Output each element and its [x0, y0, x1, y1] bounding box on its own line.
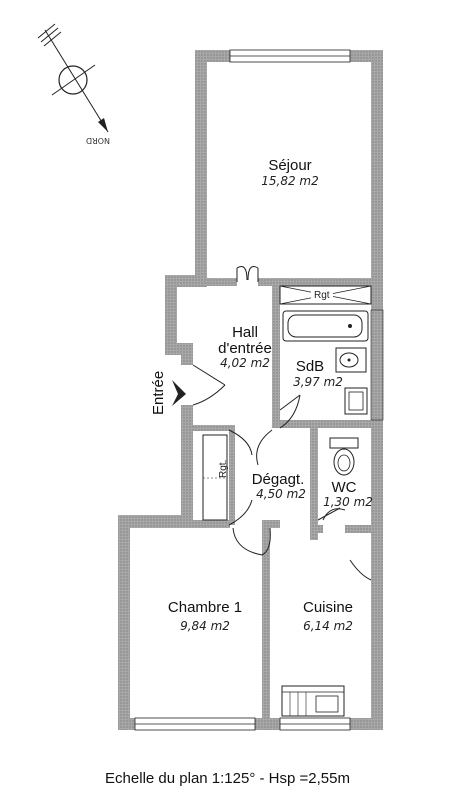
room-sdb: SdB 3,97 m2 [293, 358, 343, 389]
room-sdb-name: SdB [296, 358, 324, 375]
kitchen-counter-icon [281, 685, 345, 717]
room-sejour-area: 15,82 m2 [261, 174, 319, 188]
storage-degagt: Rgt. [202, 434, 229, 521]
room-wc-name: WC [332, 479, 357, 496]
room-degagt-area: 4,50 m2 [256, 487, 306, 501]
entry-label: Entrée [150, 371, 167, 415]
interior-walls [130, 278, 371, 720]
room-cuisine-name: Cuisine [303, 599, 353, 616]
room-chambre-area: 9,84 m2 [180, 619, 230, 633]
room-wc-area: 1,30 m2 [323, 495, 373, 509]
room-wc: WC 1,30 m2 [323, 479, 373, 509]
sink-icon [335, 347, 367, 373]
north-label: NORD [86, 136, 110, 145]
room-sejour: Séjour 15,82 m2 [261, 157, 319, 188]
outer-walls [118, 49, 384, 731]
scale-caption: Echelle du plan 1:125° - Hsp =2,55m [105, 770, 350, 787]
bathtub-icon [282, 310, 369, 342]
room-chambre: Chambre 1 9,84 m2 [168, 599, 242, 633]
room-sdb-area: 3,97 m2 [293, 375, 343, 389]
room-degagt: Dégagt. 4,50 m2 [252, 471, 306, 501]
washbasin-icon [344, 387, 368, 415]
floor-plan: NORD [37, 23, 384, 731]
room-cuisine: Cuisine 6,14 m2 [303, 599, 353, 633]
storage-sejour-label: Rgt [314, 290, 330, 301]
room-hall-name-line1: Hall [232, 324, 258, 341]
room-cuisine-area: 6,14 m2 [303, 619, 353, 633]
storage-degagt-label: Rgt. [218, 460, 229, 478]
room-hall: Hall d'entrée 4,02 m2 [218, 324, 272, 370]
toilet-icon [329, 437, 359, 476]
room-hall-area: 4,02 m2 [220, 356, 270, 370]
entry-arrow-icon [172, 380, 186, 406]
room-chambre-name: Chambre 1 [168, 599, 242, 616]
storage-sejour: Rgt [279, 285, 372, 305]
room-sejour-name: Séjour [268, 157, 311, 174]
room-degagt-name: Dégagt. [252, 471, 305, 488]
door-swings [192, 266, 372, 581]
room-hall-name-line2: d'entrée [218, 340, 272, 357]
north-arrow-icon: NORD [37, 23, 110, 145]
